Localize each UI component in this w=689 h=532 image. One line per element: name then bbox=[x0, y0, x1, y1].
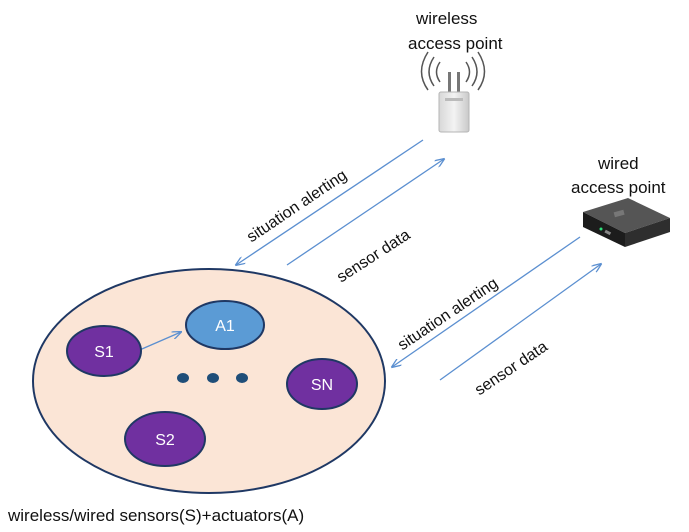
wired-ap-label-line1: wired bbox=[598, 154, 639, 173]
s1-to-a1-arrow bbox=[134, 332, 181, 353]
wired-ap-label-line2: access point bbox=[571, 178, 666, 197]
node-a1-label: A1 bbox=[215, 318, 235, 335]
wired-data-arrow bbox=[439, 264, 601, 381]
wireless-access-point-icon bbox=[420, 51, 486, 133]
node-s2-label: S2 bbox=[155, 432, 175, 449]
node-s2: S2 bbox=[124, 411, 206, 467]
wired-access-point-icon bbox=[583, 198, 670, 247]
wireless-alert-arrow bbox=[236, 139, 424, 265]
cluster-caption: wireless/wired sensors(S)+actuators(A) bbox=[8, 506, 305, 525]
node-a1: A1 bbox=[185, 300, 265, 350]
wired-alert-arrow bbox=[392, 236, 581, 367]
node-sn-label: SN bbox=[311, 377, 333, 394]
more-nodes-dots bbox=[177, 373, 248, 383]
node-s1-label: S1 bbox=[94, 344, 114, 361]
wireless-ap-label-line2: access point bbox=[408, 34, 503, 53]
wireless-ap-label-line1: wireless bbox=[416, 9, 478, 28]
node-s1: S1 bbox=[66, 325, 142, 377]
node-sn: SN bbox=[286, 358, 358, 410]
wireless-data-arrow bbox=[286, 159, 444, 266]
